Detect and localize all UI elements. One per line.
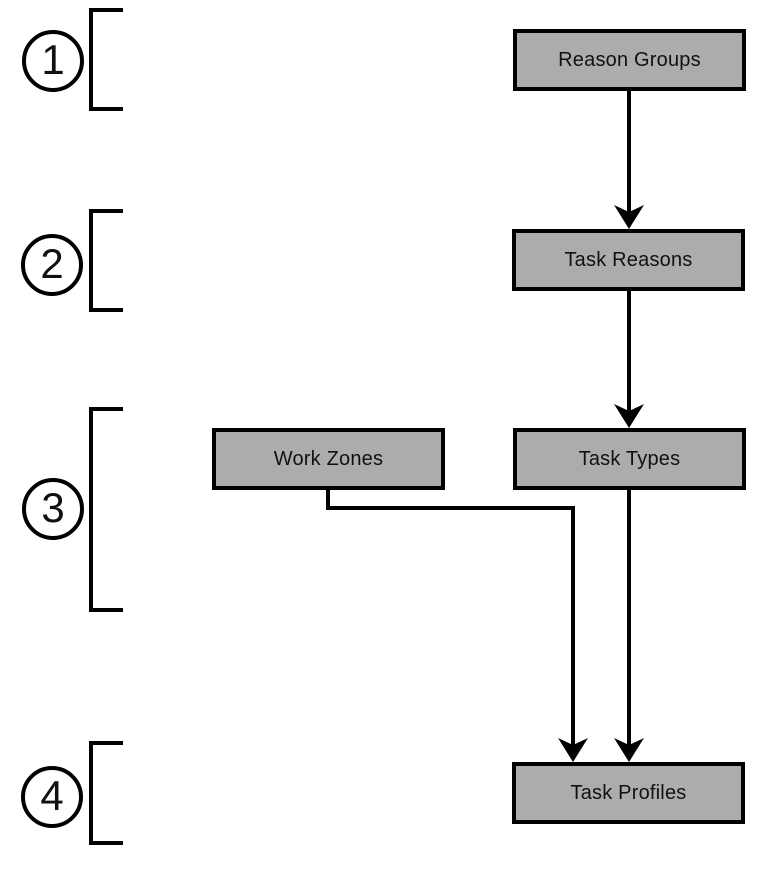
arrowhead-task-reasons	[614, 205, 644, 229]
node-label: Reason Groups	[558, 48, 701, 71]
bracket-3	[89, 407, 123, 612]
step-circle-4: 4	[21, 766, 83, 828]
arrow-work-zones-to-task-profiles	[326, 488, 575, 747]
arrowhead-task-profiles-right	[614, 738, 644, 762]
node-label: Task Reasons	[564, 248, 693, 271]
node-work-zones: Work Zones	[212, 428, 445, 490]
node-label: Task Types	[578, 447, 681, 470]
step-number-1: 1	[41, 36, 65, 83]
node-task-reasons: Task Reasons	[512, 229, 745, 291]
node-reason-groups: Reason Groups	[513, 29, 746, 91]
node-label: Work Zones	[273, 447, 384, 470]
step-number-4: 4	[40, 772, 64, 819]
node-task-profiles: Task Profiles	[512, 762, 745, 824]
arrowhead-task-types	[614, 404, 644, 428]
step-circle-3: 3	[22, 478, 84, 540]
bracket-4	[89, 741, 123, 845]
node-label: Task Profiles	[570, 781, 687, 804]
bracket-2	[89, 209, 123, 312]
step-circle-1: 1	[22, 30, 84, 92]
bracket-1	[89, 8, 123, 111]
step-number-3: 3	[41, 484, 65, 531]
step-circle-2: 2	[21, 234, 83, 296]
step-number-2: 2	[40, 240, 64, 287]
arrowhead-task-profiles-left	[558, 738, 588, 762]
node-task-types: Task Types	[513, 428, 746, 490]
